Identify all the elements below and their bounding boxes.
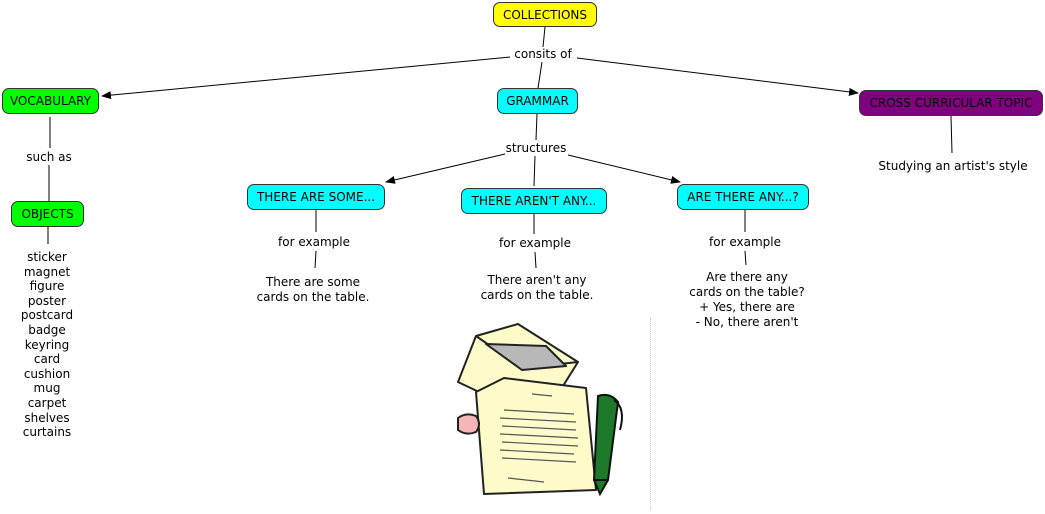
- example-line: cards on the table.: [480, 288, 594, 302]
- link-such-as: such as: [26, 150, 72, 164]
- divider: [650, 318, 651, 510]
- letter-envelope-pen-clipart: [457, 323, 623, 497]
- list-item: mug: [33, 381, 61, 396]
- there-arent-any-node[interactable]: THERE AREN'T ANY...: [461, 188, 607, 214]
- example-there-are-some: There are some cards on the table.: [257, 275, 370, 305]
- example-line: Are there any: [706, 270, 788, 284]
- collections-node[interactable]: COLLECTIONS: [493, 2, 597, 27]
- example-line: There are some: [265, 275, 361, 289]
- list-item: shelves: [24, 410, 70, 425]
- list-item: cushion: [23, 366, 71, 381]
- link-for-example: for example: [499, 236, 571, 250]
- list-item: poster: [27, 293, 67, 308]
- list-item: card: [33, 352, 61, 367]
- link-for-example: for example: [709, 235, 781, 249]
- list-item: keyring: [24, 337, 70, 352]
- list-item: curtains: [22, 425, 72, 440]
- example-line: - No, there aren't: [695, 315, 799, 329]
- link-for-example: for example: [278, 235, 350, 249]
- list-item: carpet: [27, 395, 67, 410]
- vocabulary-node[interactable]: VOCABULARY: [2, 88, 99, 114]
- list-item: magnet: [23, 264, 71, 279]
- cross-curricular-node[interactable]: CROSS CURRICULAR TOPIC: [859, 90, 1043, 116]
- are-there-any-node[interactable]: ARE THERE ANY...?: [677, 184, 809, 210]
- there-are-some-node[interactable]: THERE ARE SOME...: [247, 184, 385, 210]
- objects-node[interactable]: OBJECTS: [11, 201, 84, 227]
- example-line: cards on the table.: [256, 290, 370, 304]
- objects-list: sticker magnet figure poster postcard ba…: [21, 250, 73, 440]
- cross-topic-detail: Studying an artist's style: [878, 159, 1028, 173]
- list-item: badge: [28, 322, 66, 337]
- example-line: There aren't any: [487, 273, 587, 287]
- list-item: postcard: [20, 308, 74, 323]
- list-item: figure: [29, 279, 65, 294]
- link-consists-of: consits of: [514, 47, 572, 61]
- list-item: sticker: [27, 250, 67, 264]
- example-there-arent-any: There aren't any cards on the table.: [481, 273, 594, 303]
- example-line: + Yes, there are: [699, 300, 795, 314]
- link-structures: structures: [505, 141, 567, 155]
- example-line: cards on the table?: [689, 285, 805, 299]
- grammar-node[interactable]: GRAMMAR: [497, 88, 578, 114]
- example-are-there-any: Are there any cards on the table? + Yes,…: [689, 270, 804, 330]
